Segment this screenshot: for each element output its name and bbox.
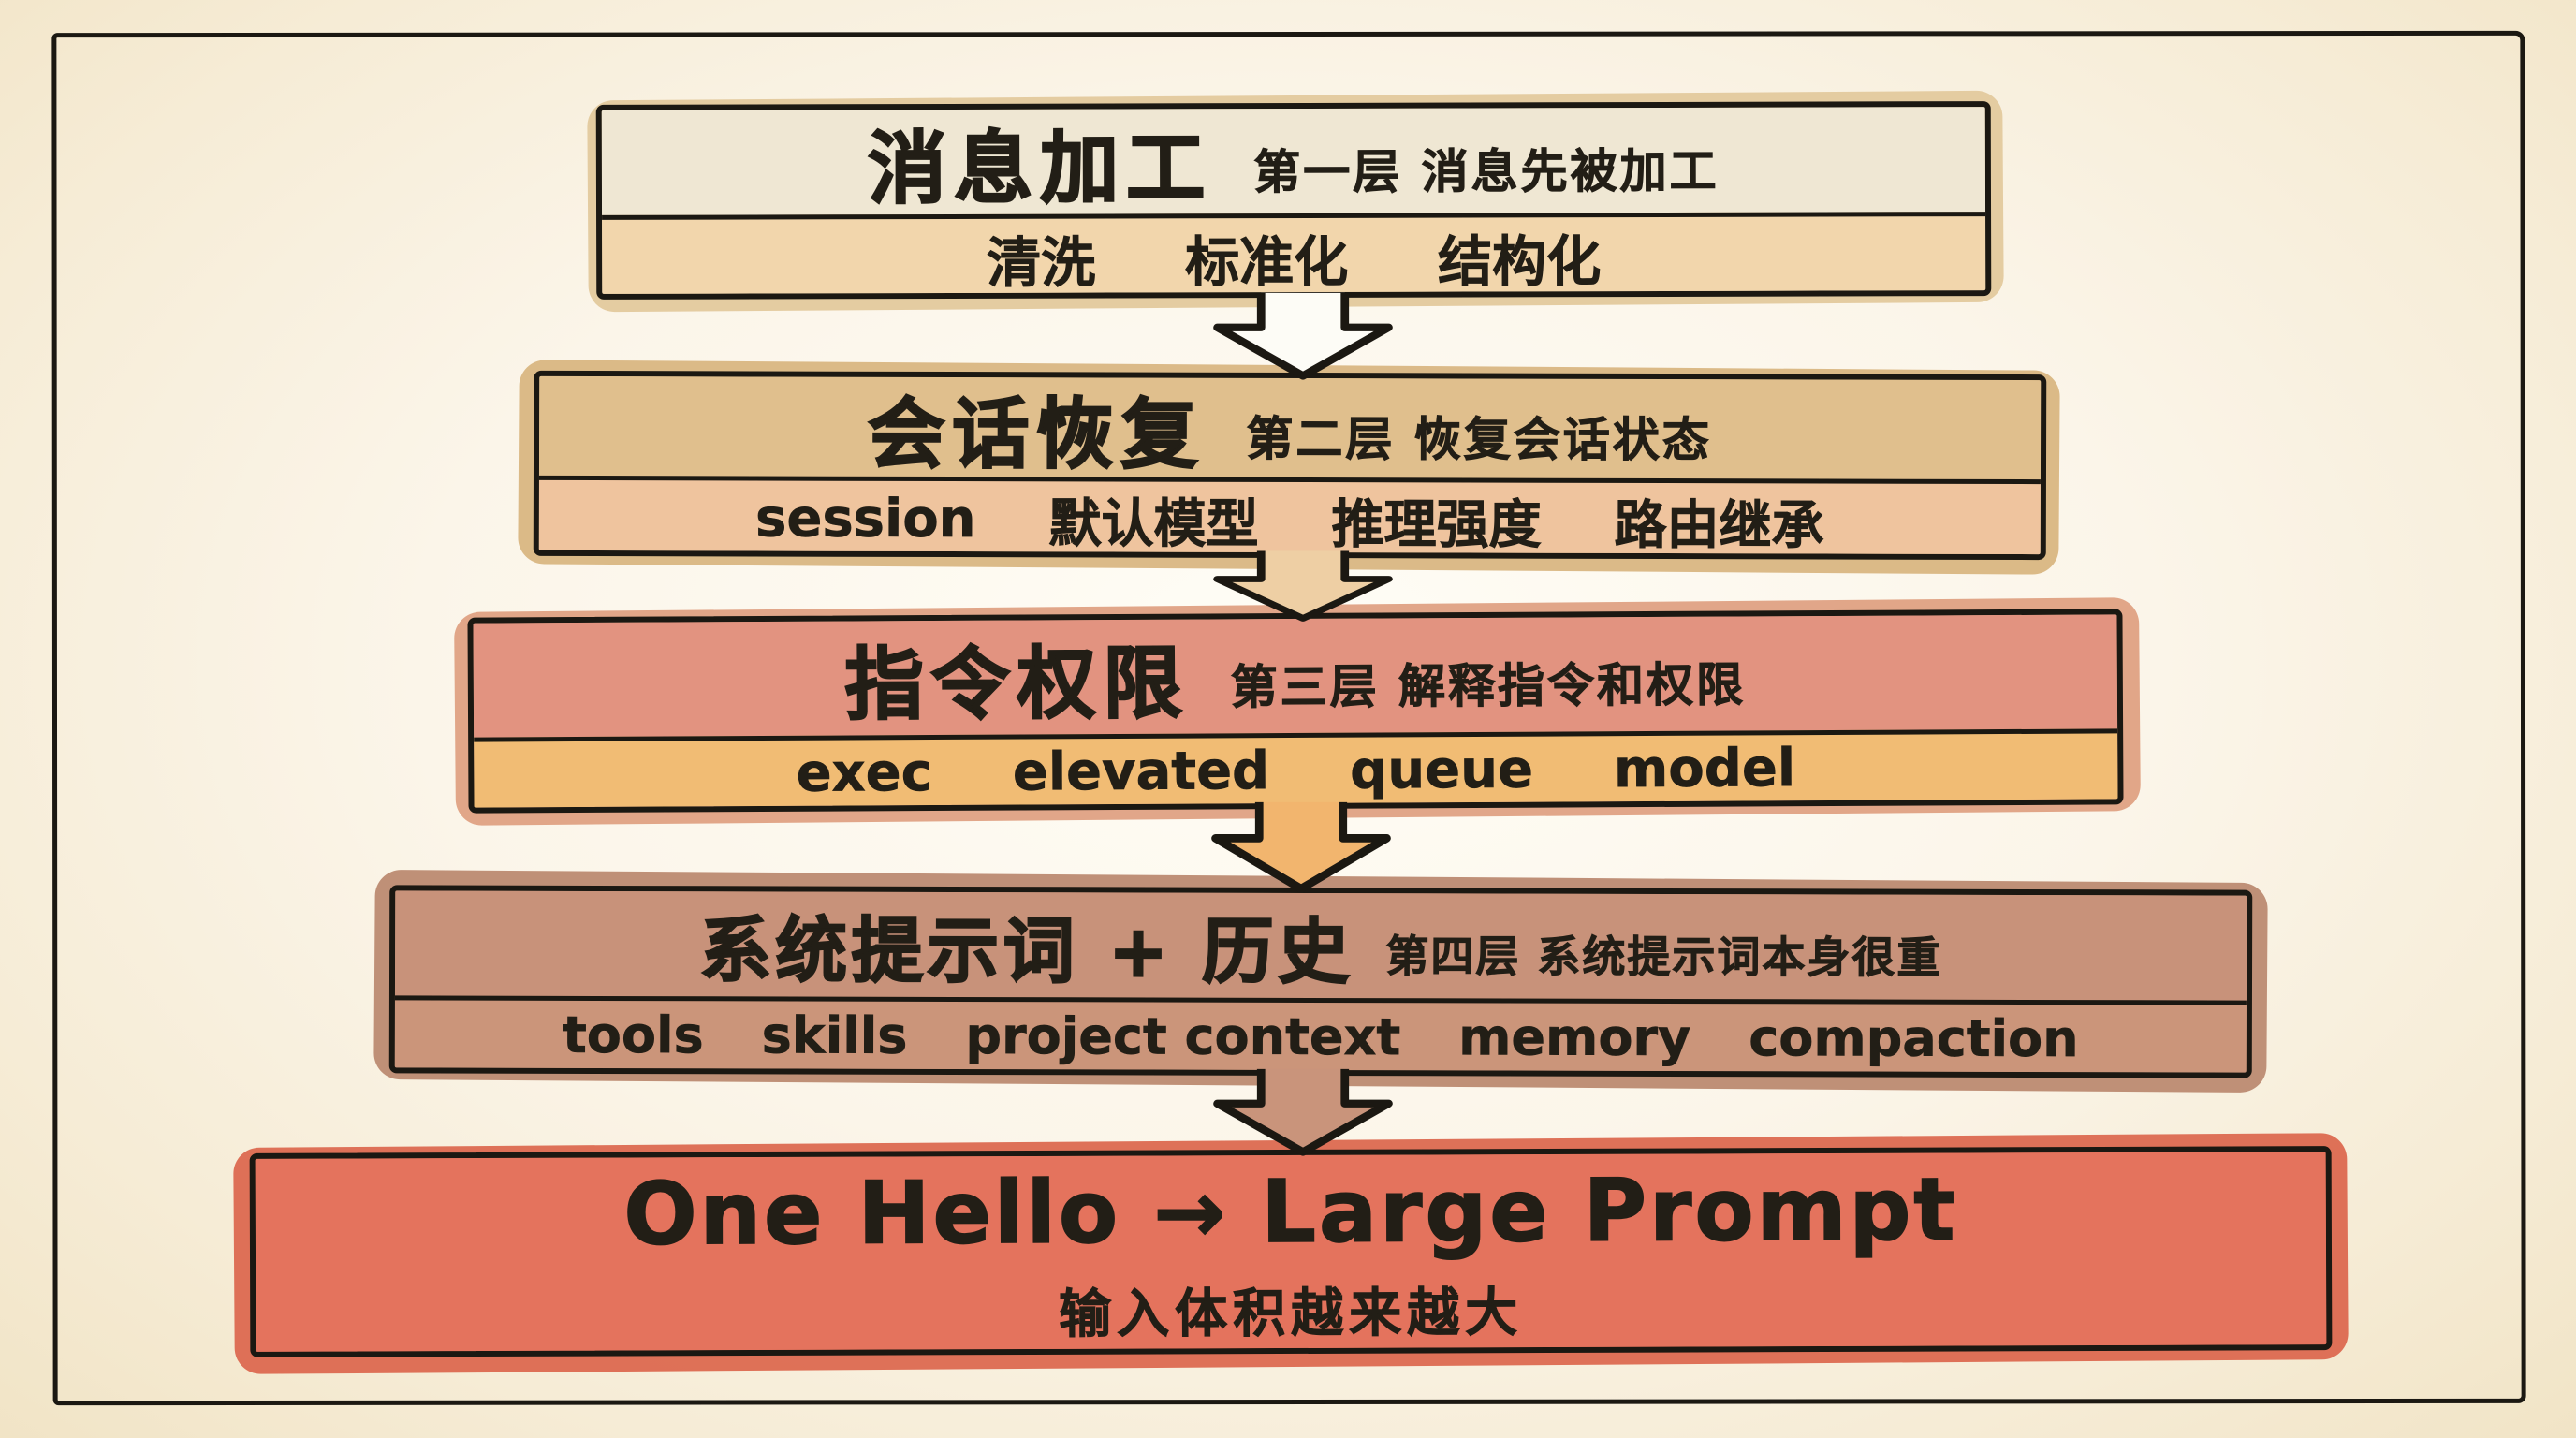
- down-arrow-shape: [1213, 550, 1393, 622]
- layer2-title: 会话恢复: [867, 389, 1206, 480]
- layer4-item: compaction: [1749, 1007, 2079, 1068]
- layer1-item: 标准化: [1185, 229, 1349, 295]
- layer3-title-row: 指令权限 第三层 解释指令和权限: [473, 614, 2118, 738]
- layer1-title-row: 消息加工 第一层 消息先被加工: [601, 107, 1986, 215]
- down-arrow-shape: [1211, 801, 1391, 893]
- layer1-message-processing-box: 消息加工 第一层 消息先被加工 清洗 标准化 结构化: [595, 101, 1992, 300]
- final-title: One Hello → Large Prompt: [622, 1159, 1958, 1265]
- layer3-items-row: exec elevated queue model: [474, 728, 2118, 808]
- layer1-note: 第一层 消息先被加工: [1253, 143, 1720, 200]
- layer2-item: session: [754, 488, 976, 550]
- layer3-item: queue: [1350, 739, 1534, 801]
- layer4-note: 第四层 系统提示词本身很重: [1385, 931, 1942, 983]
- layer4-title-row: 系统提示词 + 历史 第四层 系统提示词本身很重: [394, 890, 2247, 1001]
- layer3-instruction-permission-box: 指令权限 第三层 解释指令和权限 exec elevated queue mod…: [467, 609, 2124, 814]
- layer3-item: elevated: [1012, 740, 1270, 803]
- down-arrow-icon: [1211, 801, 1391, 893]
- layer4-item: memory: [1458, 1006, 1691, 1067]
- layer4-item: skills: [761, 1005, 908, 1065]
- down-arrow-icon: [1213, 1068, 1393, 1156]
- down-arrow-shape: [1213, 1068, 1393, 1156]
- layer3-item: exec: [796, 741, 933, 804]
- layer1-items-row: 清洗 标准化 结构化: [602, 212, 1986, 299]
- layer4-title: 系统提示词 + 历史: [699, 907, 1355, 994]
- layer2-item: 路由继承: [1614, 494, 1824, 557]
- layer3-note: 第三层 解释指令和权限: [1230, 657, 1747, 715]
- layer3-title: 指令权限: [843, 636, 1191, 731]
- layer1-item: 结构化: [1438, 229, 1602, 294]
- down-arrow-icon: [1213, 292, 1393, 380]
- layer2-item: 默认模型: [1048, 493, 1259, 555]
- layer2-session-restore-box: 会话恢复 第二层 恢复会话状态 session 默认模型 推理强度 路由继承: [533, 370, 2047, 561]
- down-arrow-shape: [1213, 292, 1393, 380]
- layer2-title-row: 会话恢复 第二层 恢复会话状态: [538, 375, 2042, 480]
- layer2-item: 推理强度: [1331, 494, 1542, 556]
- final-result-content: One Hello → Large Prompt 输入体积越来越大: [255, 1152, 2327, 1352]
- layer4-system-prompt-history-box: 系统提示词 + 历史 第四层 系统提示词本身很重 tools skills pr…: [388, 885, 2253, 1078]
- layer4-items-row: tools skills project context memory comp…: [394, 995, 2247, 1073]
- down-arrow-icon: [1213, 550, 1393, 622]
- final-subtitle: 输入体积越来越大: [1059, 1283, 1524, 1346]
- final-result-box: One Hello → Large Prompt 输入体积越来越大: [249, 1146, 2333, 1357]
- layer2-note: 第二层 恢复会话状态: [1246, 411, 1712, 468]
- layer1-item: 清洗: [987, 230, 1096, 295]
- layer4-item: tools: [562, 1005, 704, 1064]
- layer4-item: project context: [965, 1005, 1401, 1066]
- layer1-title: 消息加工: [867, 121, 1213, 215]
- layer2-items-row: session 默认模型 推理强度 路由继承: [538, 475, 2041, 561]
- layer3-item: model: [1613, 737, 1796, 800]
